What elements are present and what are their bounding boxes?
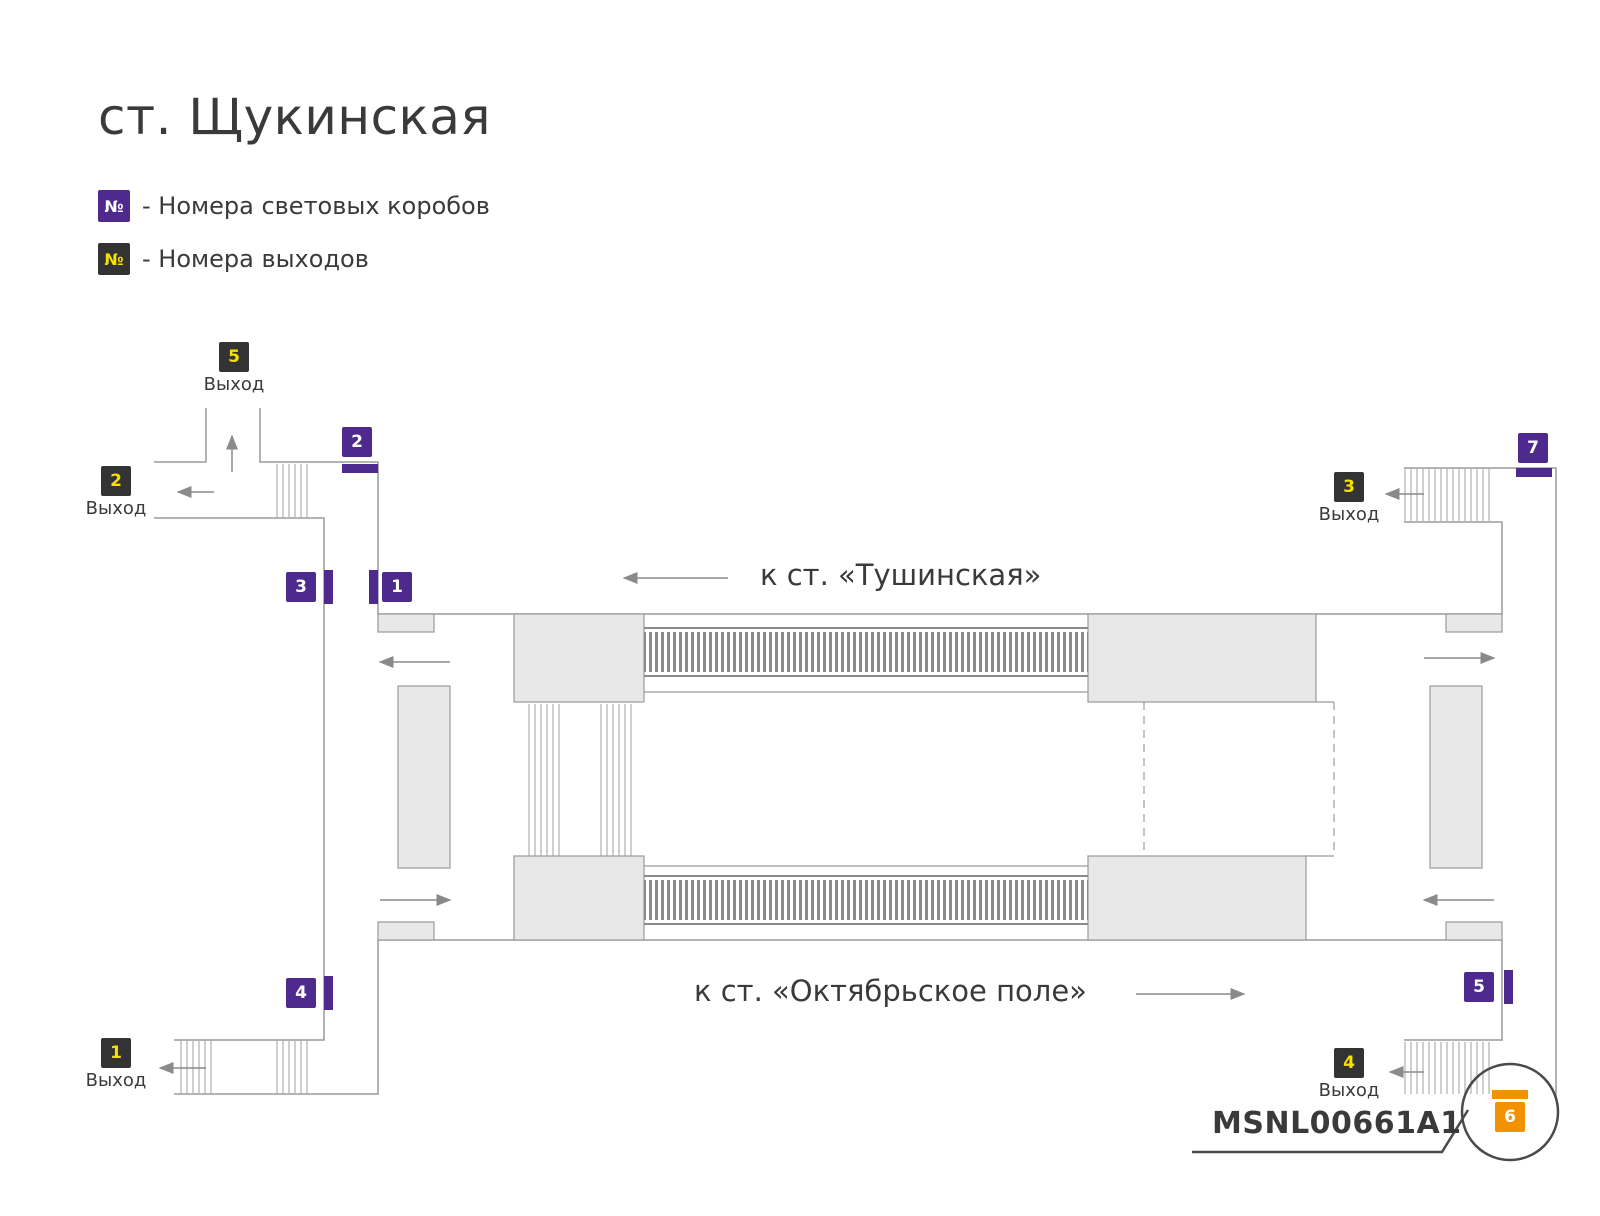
lightbox-badge-2[interactable]: 2 [342,427,372,457]
tracks [644,627,1088,925]
lightbox-bars [324,464,1552,1010]
placement-code: MSNL00661A1 [1212,1106,1462,1141]
exit-label-5: Выход [203,374,265,395]
direction-oktyabrskoe-pole: к ст. «Октябрьское поле» [694,974,1087,1008]
legend-exit-swatch: № [98,243,130,275]
lightbox-badge-7[interactable]: 7 [1518,433,1548,463]
exit-label-3: Выход [1318,504,1380,525]
exit-label-1: Выход [85,1070,147,1091]
legend-lightbox-label: - Номера световых коробов [142,192,490,220]
exit-badge-5: 5 [219,342,249,372]
exit-badge-4: 4 [1334,1048,1364,1078]
lightbox-badge-6-selected[interactable]: 6 [1495,1102,1525,1132]
lightbox-badge-5[interactable]: 5 [1464,972,1494,1002]
legend-exit-label: - Номера выходов [142,245,369,273]
exit-badge-1: 1 [101,1038,131,1068]
lightbox-badge-3[interactable]: 3 [286,572,316,602]
legend-exits: № - Номера выходов [98,243,369,275]
exit-badge-2: 2 [101,466,131,496]
lightbox-badge-4[interactable]: 4 [286,978,316,1008]
legend-lightboxes: № - Номера световых коробов [98,190,490,222]
dashed-zone [1143,701,1335,857]
exit-label-2: Выход [85,498,147,519]
platform-blocks [377,613,1503,941]
exit-label-4: Выход [1318,1080,1380,1101]
legend-lightbox-swatch: № [98,190,130,222]
station-title: ст. Щукинская [98,88,491,146]
lightbox-badge-1[interactable]: 1 [382,572,412,602]
selected-lightbox-bar [1492,1090,1528,1099]
flow-arrows [158,434,1496,1078]
selection-callout [1192,1062,1560,1162]
direction-tushinskaya: к ст. «Тушинская» [760,558,1042,592]
stairs [176,464,1494,1094]
exit-badge-3: 3 [1334,472,1364,502]
